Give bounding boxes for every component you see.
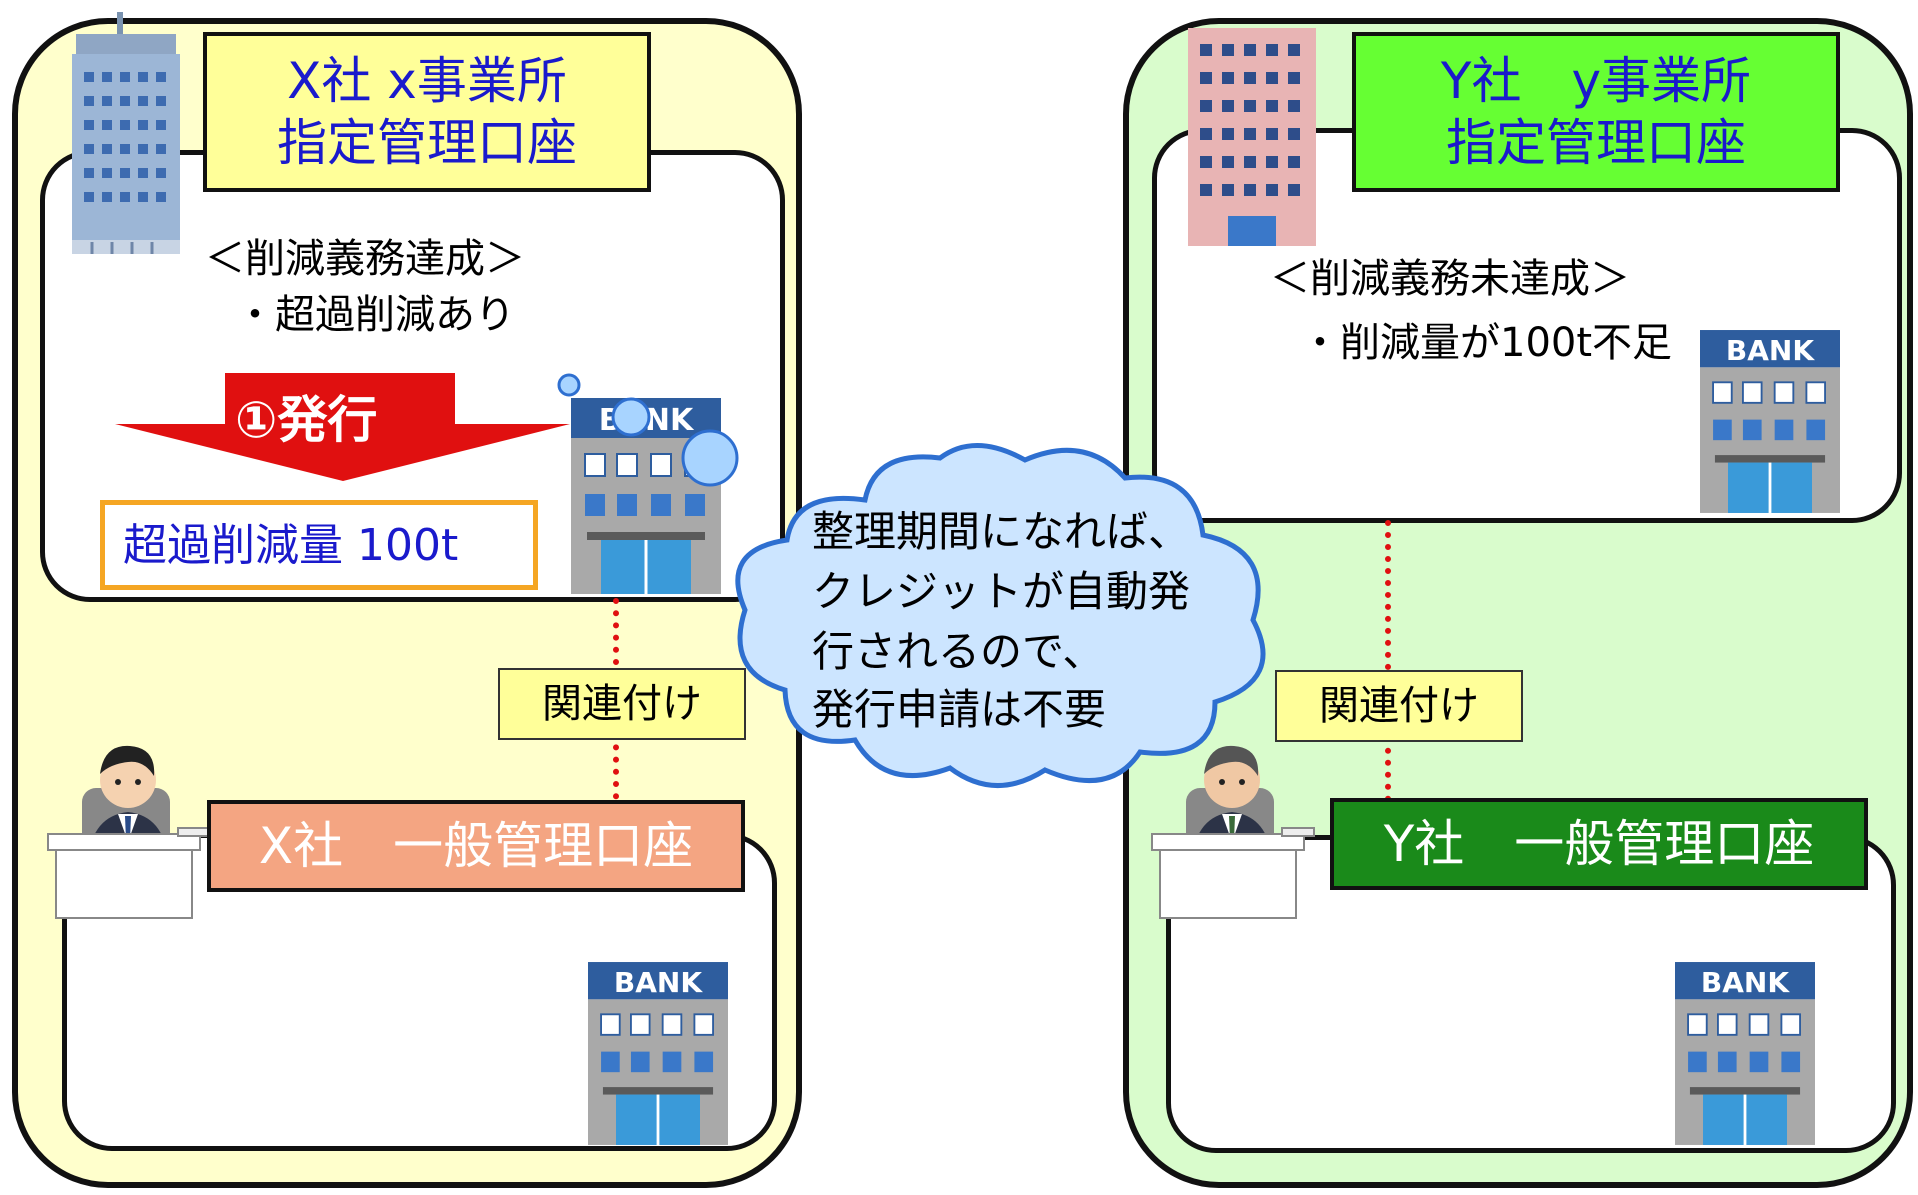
callout-line4: 発行申請は不要 <box>812 685 1107 734</box>
bank-building-icon: BANK <box>1675 962 1815 1145</box>
x-title-line2: 指定管理口座 <box>277 114 577 172</box>
bank-building-icon: BANK <box>1700 330 1840 513</box>
x-link-label: 関連付け <box>542 681 702 727</box>
office-building-icon <box>72 12 180 254</box>
callout-line1: 整理期間になれば、 <box>812 507 1191 556</box>
x-title-line1: X社 x事業所 <box>287 51 567 110</box>
bank-sign: BANK <box>614 966 703 999</box>
y-title-line2: 指定管理口座 <box>1446 114 1746 172</box>
y-designated-account-title: Y社 y事業所 指定管理口座 <box>1352 32 1840 192</box>
excess-reduction-box: 超過削減量 100t <box>100 500 538 590</box>
y-status-detail: ・削減量が100t不足 <box>1300 320 1673 366</box>
cloud-callout-icon <box>735 443 1266 788</box>
excess-reduction-label: 超過削減量 100t <box>123 519 459 571</box>
y-link-line <box>1385 520 1391 802</box>
x-designated-account-title: X社 x事業所 指定管理口座 <box>203 32 651 192</box>
x-status-detail: ・超過削減あり <box>235 292 515 338</box>
callout-line3: 行されるので、 <box>812 627 1105 676</box>
issue-label: ①発行 <box>235 391 378 449</box>
office-building-icon <box>1188 28 1316 246</box>
x-link-label-box: 関連付け <box>498 668 746 740</box>
bank-building-icon: BANK <box>588 962 728 1145</box>
x-status-heading: ＜削減義務達成＞ <box>205 236 525 282</box>
bank-sign: BANK <box>1701 966 1790 999</box>
y-link-label-box: 関連付け <box>1275 670 1523 742</box>
bank-sign: BANK <box>1726 334 1815 367</box>
x-general-account-label: X社 一般管理口座 <box>258 816 694 875</box>
callout-line2: クレジットが自動発 <box>812 567 1191 616</box>
issue-bubbles-icon <box>557 373 739 487</box>
y-status-heading: ＜削減義務未達成＞ <box>1270 256 1630 302</box>
businessman-at-desk-icon <box>47 745 211 919</box>
businessman-at-desk-icon <box>1151 745 1315 919</box>
x-general-account-title: X社 一般管理口座 <box>207 800 745 892</box>
y-general-account-title: Y社 一般管理口座 <box>1330 798 1868 890</box>
y-general-account-label: Y社 一般管理口座 <box>1383 814 1815 873</box>
y-link-label: 関連付け <box>1319 683 1479 729</box>
issue-arrow-icon <box>115 373 570 481</box>
y-title-line1: Y社 y事業所 <box>1440 51 1752 110</box>
